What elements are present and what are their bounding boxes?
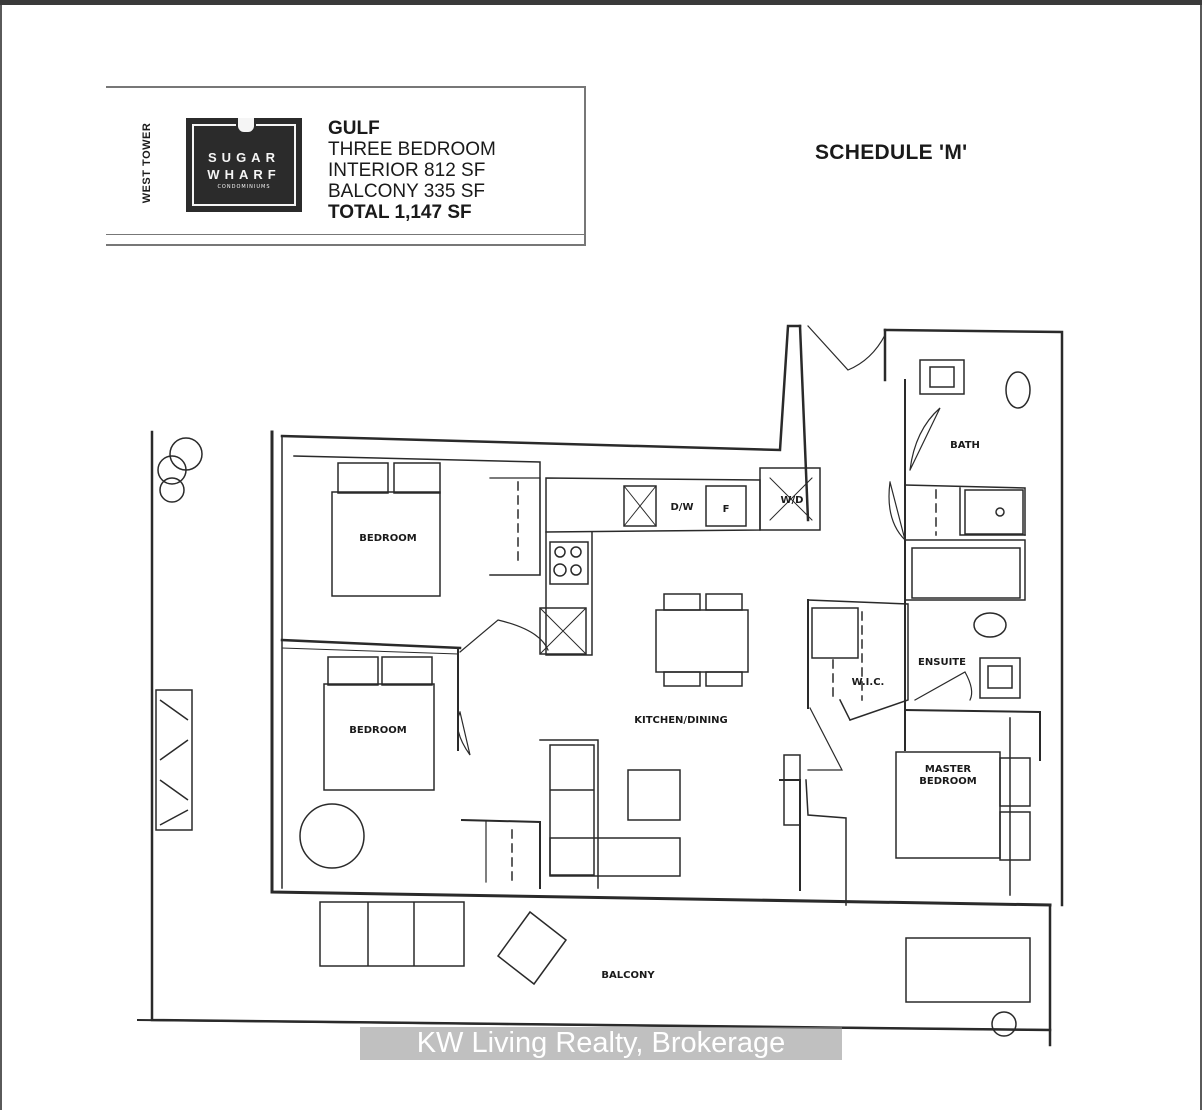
anchor-emblem-icon (236, 118, 256, 134)
bedroom-1-label: BEDROOM (359, 533, 416, 544)
logo-line1: SUGAR (208, 150, 280, 165)
top-border (0, 0, 1202, 5)
logo-line3: CONDOMINIUMS (217, 184, 271, 190)
logo-line2: WHARF (207, 167, 281, 182)
title-block (106, 86, 586, 246)
washer-dryer-label: W/D (781, 495, 804, 506)
plant-icon (155, 437, 203, 831)
watermark: KW Living Realty, Brokerage (360, 1027, 842, 1060)
bath-fixtures (911, 359, 1031, 699)
bedroom-2-label: BEDROOM (349, 725, 406, 736)
balcony-outline (150, 430, 1052, 1032)
sugar-wharf-logo: SUGAR WHARF CONDOMINIUMS (186, 118, 302, 212)
fridge-label: F (723, 504, 730, 515)
balcony-label: BALCONY (601, 970, 655, 981)
left-border (0, 5, 2, 1110)
wic-label: W.I.C. (852, 677, 885, 688)
right-border (1200, 5, 1202, 1110)
bedroom-2-bed (299, 656, 435, 869)
interior-area: INTERIOR 812 SF (328, 160, 486, 181)
bedroom-1-bed (331, 462, 441, 597)
ensuite-label: ENSUITE (918, 657, 966, 668)
master-bed (895, 751, 1031, 861)
kitchen-dining-label: KITCHEN/DINING (634, 715, 728, 726)
model-name: GULF (328, 118, 380, 139)
balcony-furniture (319, 901, 1031, 1037)
living-sofa (549, 744, 801, 877)
dishwasher-label: D/W (671, 502, 694, 513)
master-bedroom-label-1: MASTER (925, 764, 972, 775)
total-area: TOTAL 1,147 SF (328, 202, 472, 223)
unit-info: GULF THREE BEDROOM INTERIOR 812 SF BALCO… (328, 118, 496, 223)
kitchen-appliances (539, 485, 747, 655)
master-bedroom-label-2: BEDROOM (919, 776, 976, 787)
bath-label: BATH (950, 440, 980, 451)
dining-table (655, 593, 749, 687)
schedule-label: SCHEDULE 'M' (815, 141, 968, 164)
balcony-area: BALCONY 335 SF (328, 181, 486, 202)
bedroom-count: THREE BEDROOM (328, 139, 496, 160)
exterior-walls (270, 430, 1052, 907)
